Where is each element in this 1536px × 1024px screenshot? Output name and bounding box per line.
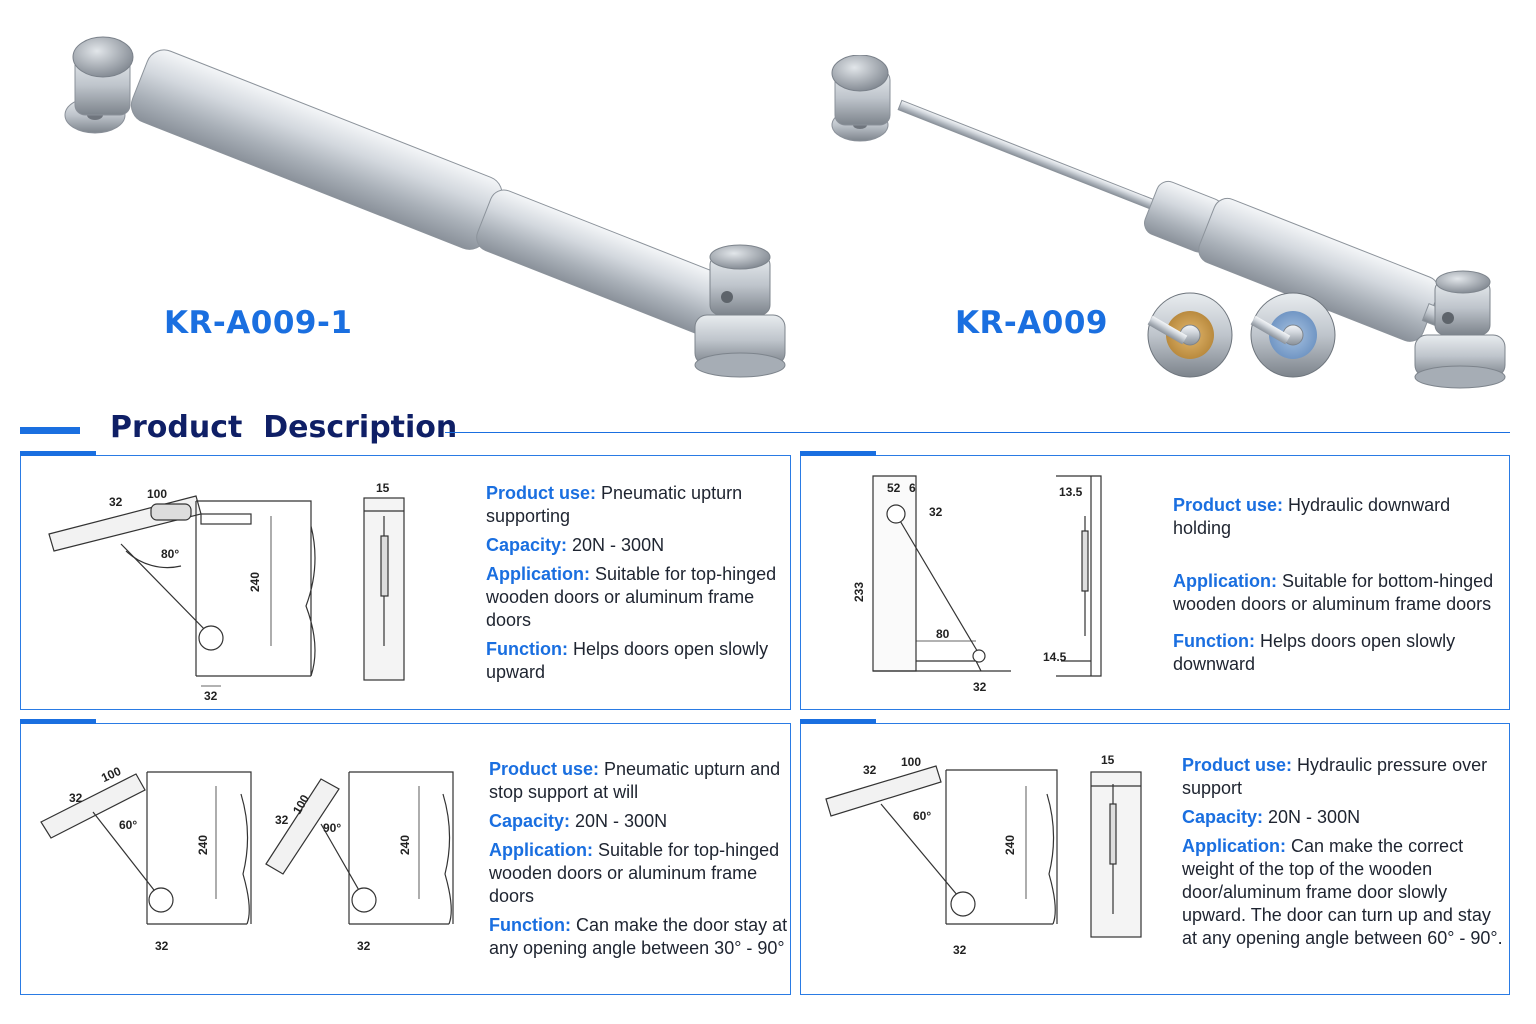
panel-description: Product use: Pneumatic upturn and stop s… <box>489 758 789 966</box>
dim-label: 14.5 <box>1043 650 1067 664</box>
spec-capacity: Capacity: 20N - 300N <box>1182 807 1361 827</box>
diagram-install-stop-at-will: 32 100 60° 240 32 32 100 90° 240 32 <box>40 764 454 953</box>
dim-label: 32 <box>204 689 218 703</box>
panel-tab <box>20 451 96 456</box>
dim-label: 32 <box>929 505 943 519</box>
dim-label: 32 <box>109 495 123 509</box>
spec-function: Function: Can make the door stay at any … <box>489 915 788 958</box>
panel-pneumatic-upturn: 32 100 80° 240 32 15 Product use: Pneuma… <box>20 451 791 710</box>
spec-capacity: Capacity: 20N - 300N <box>486 535 665 555</box>
panel-description: Product use: Hydraulic pressure over sup… <box>1182 754 1504 956</box>
dim-label: 32 <box>357 939 371 953</box>
dim-label: 32 <box>69 791 83 805</box>
panel-hydraulic-over-support: 32 100 60° 240 32 15 Product use: Hydrau… <box>800 719 1510 995</box>
diagram-install-bottom-hinged: 52 6 32 233 80 32 13.5 14.5 <box>852 475 1102 694</box>
product-image-kr-a009-1 <box>64 36 786 378</box>
model-label-kr-a009-1: KR-A009-1 <box>164 305 353 341</box>
spec-product-use: Product use: Pneumatic upturn supporting <box>486 483 743 526</box>
spec-function: Function: Helps doors open slowly upward <box>486 639 769 682</box>
dim-label: 6 <box>909 481 916 495</box>
dim-label: 32 <box>973 680 987 694</box>
dim-label: 90° <box>323 821 341 835</box>
panel-hydraulic-downward: 52 6 32 233 80 32 13.5 14.5 Product use:… <box>800 451 1510 710</box>
panel-tab <box>20 719 96 724</box>
diagram-install-over-support: 32 100 60° 240 32 15 <box>825 753 1142 957</box>
panel-tab <box>800 451 876 456</box>
dim-label: 32 <box>863 763 877 777</box>
spec-product-use: Product use: Hydraulic pressure over sup… <box>1182 755 1488 798</box>
dim-label: 15 <box>1101 753 1115 767</box>
dim-label: 240 <box>248 572 262 592</box>
dim-label: 32 <box>155 939 169 953</box>
spec-capacity: Capacity: 20N - 300N <box>489 811 668 831</box>
dim-label: 80° <box>161 547 179 561</box>
spec-product-use: Product use: Hydraulic downward holding <box>1173 495 1451 538</box>
dim-label: 80 <box>936 627 950 641</box>
dim-label: 32 <box>953 943 967 957</box>
dim-label: 32 <box>275 813 289 827</box>
dim-label: 240 <box>1003 835 1017 855</box>
spec-product-use: Product use: Pneumatic upturn and stop s… <box>489 759 781 802</box>
dim-label: 52 <box>887 481 901 495</box>
dim-label: 13.5 <box>1059 485 1083 499</box>
dim-label: 233 <box>852 582 866 602</box>
dim-label: 100 <box>147 487 167 501</box>
spec-application: Application: Suitable for bottom-hinged … <box>1173 571 1494 614</box>
dim-label: 240 <box>398 835 412 855</box>
dim-label: 100 <box>901 755 921 769</box>
section-divider <box>445 432 1510 433</box>
spec-function: Function: Helps doors open slowly downwa… <box>1173 631 1456 674</box>
product-image-kr-a009 <box>831 55 1506 389</box>
dim-label: 60° <box>119 818 137 832</box>
spec-application: Application: Suitable for top-hinged woo… <box>486 564 777 630</box>
dim-label: 60° <box>913 809 931 823</box>
panel-description: Product use: Pneumatic upturn supporting… <box>486 482 786 690</box>
dim-label: 240 <box>196 835 210 855</box>
panel-description: Product use: Hydraulic downward holding … <box>1173 494 1503 682</box>
panel-tab <box>800 719 876 724</box>
spec-application: Application: Can make the correct weight… <box>1182 836 1503 948</box>
spec-application: Application: Suitable for top-hinged woo… <box>489 840 780 906</box>
panel-pneumatic-stop-at-will: 32 100 60° 240 32 32 100 90° 240 32 Prod… <box>20 719 791 995</box>
section-title: Product Description <box>110 410 458 445</box>
dim-label: 15 <box>376 481 390 495</box>
model-label-kr-a009: KR-A009 <box>955 305 1108 341</box>
section-accent-bar <box>20 427 80 434</box>
diagram-install-top-hinged: 32 100 80° 240 32 15 <box>48 481 405 703</box>
